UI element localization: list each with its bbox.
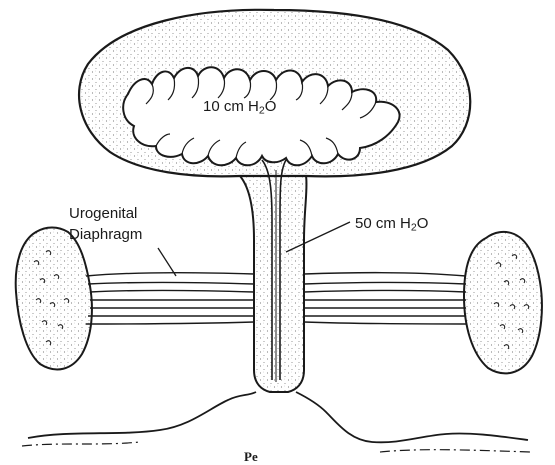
right-pubic-bone — [464, 232, 542, 373]
left-pubic-bone — [16, 228, 92, 370]
perineal-skin — [28, 392, 528, 442]
bladder-pressure-label: 10 cm H2O — [203, 99, 276, 116]
diaphragm-left — [86, 273, 254, 324]
bottom-cutoff-label: Pe — [244, 450, 258, 463]
diaphragm-right — [304, 273, 466, 324]
urogenital-diaphragm-label: UrogenitalDiaphragm — [69, 203, 142, 245]
urethral-pressure-label: 50 cm H2O — [355, 216, 428, 233]
perineal-skin-dash — [22, 442, 530, 452]
diaphragm-leader-line — [158, 248, 176, 276]
